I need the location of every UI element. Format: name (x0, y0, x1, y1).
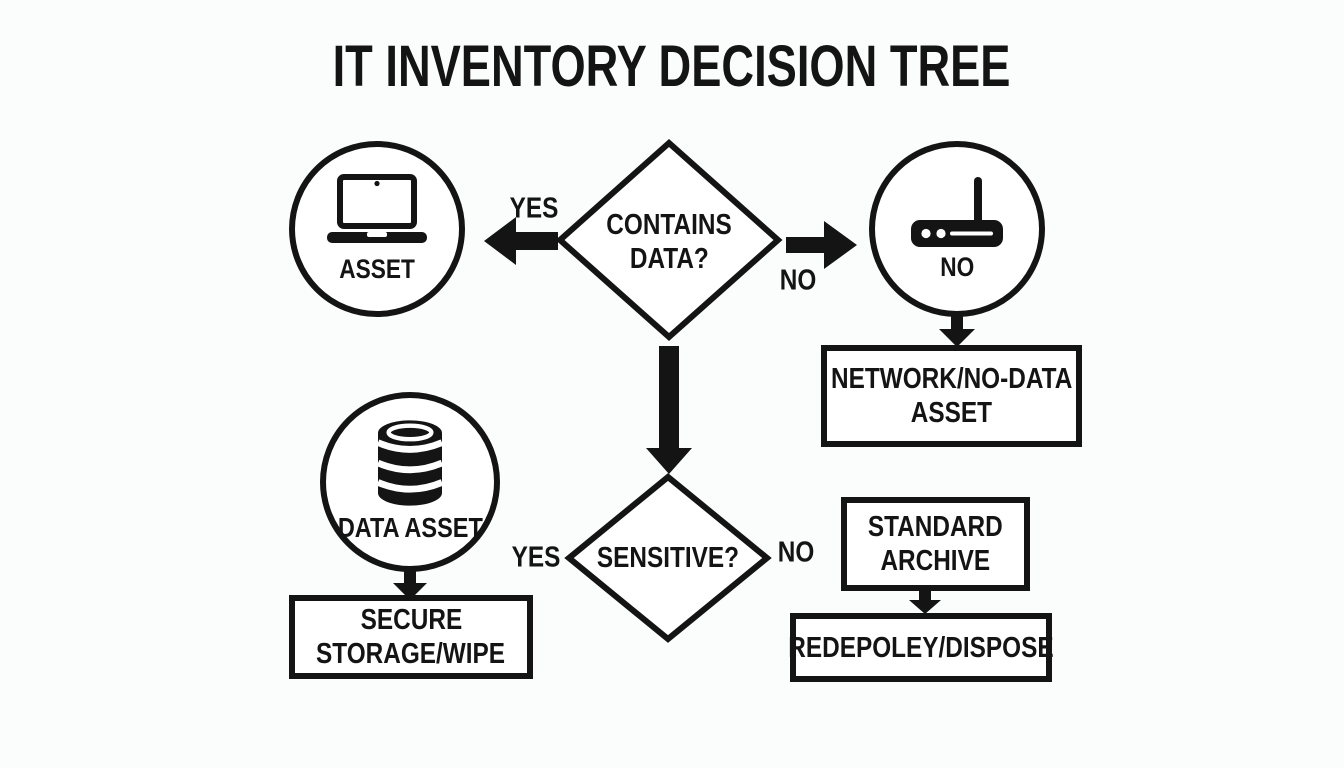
wifi-router-icon (911, 176, 1003, 247)
data-asset-label: DATA ASSET (337, 512, 483, 543)
contains-data-label: CONTAINS DATA? (606, 209, 732, 275)
edge-label-contains-yes: YES (509, 192, 559, 225)
arrow-left-yes-icon (484, 217, 558, 265)
arrow-right-no-icon (786, 221, 857, 269)
sensitive-label: SENSITIVE? (596, 542, 740, 574)
arrow-down-main-icon (646, 346, 692, 474)
standard-archive-box: STANDARD ARCHIVE (841, 497, 1030, 591)
page-title-text: IT INVENTORY DECISION TREE (333, 34, 1011, 99)
page-title: IT INVENTORY DECISION TREE (0, 36, 1344, 98)
laptop-icon (327, 173, 427, 243)
arrow-dataasset-down-icon (393, 571, 427, 600)
network-no-data-asset-box: NETWORK/NO-DATA ASSET (821, 345, 1082, 447)
asset-label: ASSET (339, 253, 415, 284)
redeploy-dispose-box: REDEPOLEY/DISPOSE (788, 613, 1054, 682)
arrow-archive-down-icon (909, 591, 941, 614)
secure-storage-wipe-box: SECURE STORAGE/WIPE (289, 595, 533, 679)
edge-label-sensitive-no: NO (777, 536, 815, 569)
arrow-router-down-icon (939, 316, 975, 347)
sensitive-diamond (564, 473, 772, 643)
contains-data-diamond (555, 138, 783, 342)
edge-label-contains-no: NO (779, 264, 817, 297)
asset-node: ASSET (289, 141, 465, 317)
no-node-label: NO (939, 251, 975, 282)
data-asset-node: DATA ASSET (320, 392, 500, 572)
no-data-node: NO (869, 141, 1045, 317)
database-icon (378, 420, 442, 506)
edge-label-sensitive-yes: YES (511, 541, 561, 574)
